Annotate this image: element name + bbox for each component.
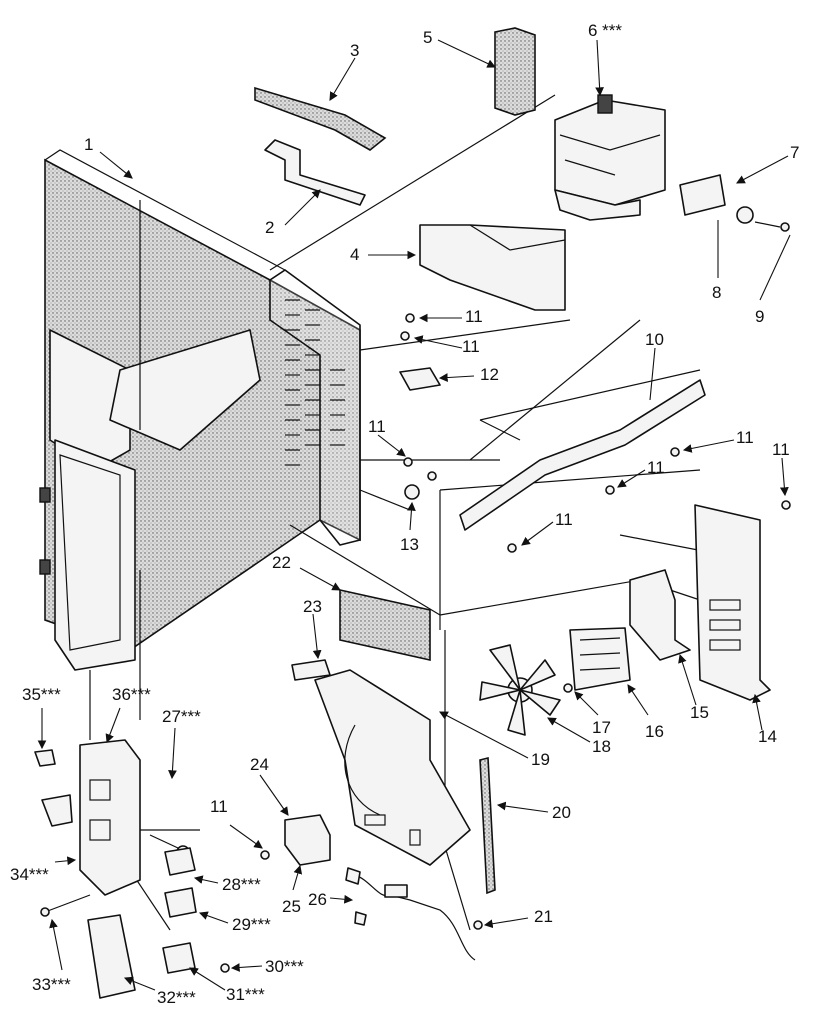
callout-11d: 11 <box>736 428 754 447</box>
part-29-switch <box>164 887 197 918</box>
callout-2: 2 <box>265 218 274 237</box>
callout-31: 31*** <box>226 985 265 1004</box>
callout-5: 5 <box>423 28 432 47</box>
part-22-filter-block <box>339 589 431 661</box>
callout-4: 4 <box>350 245 359 264</box>
part-35-actuator <box>34 749 56 767</box>
callout-12: 12 <box>480 365 499 384</box>
callout-9: 9 <box>755 307 764 326</box>
callout-28: 28*** <box>222 875 261 894</box>
callout-3: 3 <box>350 41 359 60</box>
part-6-magnetron <box>554 94 666 221</box>
callout-6: 6 *** <box>588 21 622 40</box>
part-3-waveguide-strip <box>254 86 387 151</box>
part-18-fan-blade <box>479 644 561 736</box>
callout-25: 25 <box>282 897 301 916</box>
part-36-switch-holder <box>79 739 141 896</box>
callout-24: 24 <box>250 755 269 774</box>
part-9-screw <box>754 221 790 232</box>
callout-11b: 11 <box>462 337 480 356</box>
callout-36: 36*** <box>112 685 151 704</box>
callout-33: 33*** <box>32 975 71 994</box>
part-7-filter <box>679 174 726 216</box>
callout-labels: 1 2 3 4 5 6 *** 7 8 9 10 11 11 12 11 13 … <box>10 21 799 1007</box>
callout-11c: 11 <box>368 417 386 436</box>
part-10-mounting-rail <box>459 379 706 531</box>
callout-29: 29*** <box>232 915 271 934</box>
part-34-lever <box>41 794 73 827</box>
callout-14: 14 <box>758 727 777 746</box>
callout-27: 27*** <box>162 707 201 726</box>
part-33-shaft <box>40 894 91 917</box>
screws-11-upper <box>400 313 791 553</box>
callout-1: 1 <box>84 135 93 154</box>
part-15-fan-motor-bracket <box>629 569 691 661</box>
part-4-duct <box>419 224 566 311</box>
callout-11f: 11 <box>555 510 573 529</box>
callout-20: 20 <box>552 803 571 822</box>
part-17-screw <box>563 683 573 693</box>
part-30-screw <box>220 963 230 973</box>
part-11-screw-lower <box>260 850 270 860</box>
part-20-seal-strip <box>479 756 496 895</box>
callout-10: 10 <box>645 330 664 349</box>
callout-22: 22 <box>272 553 291 572</box>
callout-17: 17 <box>592 718 611 737</box>
part-12-thermal-cutout <box>399 367 441 391</box>
part-16-fan-motor <box>569 627 631 691</box>
part-32-switch-bracket <box>87 914 136 999</box>
part-2-bracket <box>264 139 366 206</box>
callout-21: 21 <box>534 907 553 926</box>
part-5-spacer <box>494 27 536 116</box>
callout-30: 30*** <box>265 957 304 976</box>
callout-15: 15 <box>690 703 709 722</box>
part-8-bushing <box>736 206 754 224</box>
callout-8: 8 <box>712 283 721 302</box>
oven-cavity <box>39 149 361 671</box>
callout-23: 23 <box>303 597 322 616</box>
part-21-screw <box>473 920 483 930</box>
callout-7: 7 <box>790 143 799 162</box>
callout-11g: 11 <box>772 440 790 459</box>
callout-19: 19 <box>531 750 550 769</box>
callout-26: 26 <box>308 890 327 909</box>
part-26-harness <box>345 867 476 961</box>
part-14-bracket <box>694 504 771 701</box>
callout-32: 32*** <box>157 988 196 1007</box>
callout-11h: 11 <box>210 797 228 816</box>
callout-13: 13 <box>400 535 419 554</box>
callout-11e: 11 <box>647 458 665 477</box>
callout-35: 35*** <box>22 685 61 704</box>
part-24-solenoid <box>284 814 331 866</box>
callout-11a: 11 <box>465 307 483 326</box>
part-19-fan-shroud <box>314 669 471 866</box>
callout-34: 34*** <box>10 865 49 884</box>
part-28-switch <box>164 847 196 876</box>
part-13-washer <box>404 484 420 500</box>
callout-16: 16 <box>645 722 664 741</box>
callout-18: 18 <box>592 737 611 756</box>
callout-arrows <box>37 39 791 991</box>
